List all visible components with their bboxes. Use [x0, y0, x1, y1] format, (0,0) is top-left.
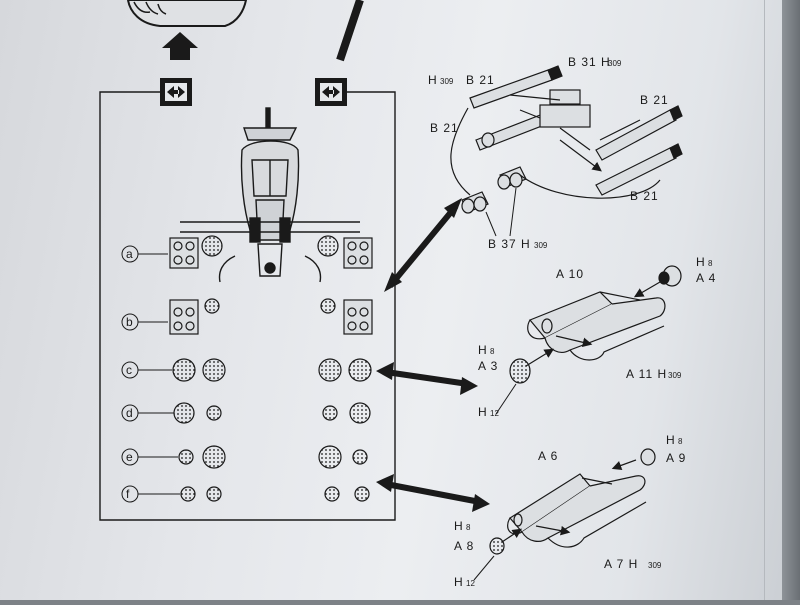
svg-text:B 21: B 21	[640, 93, 669, 107]
svg-text:309: 309	[440, 77, 454, 86]
svg-text:A 8: A 8	[454, 539, 474, 553]
svg-text:B 21: B 21	[630, 189, 659, 203]
pod-sets-c-f	[172, 358, 372, 502]
double-arrow-icon	[384, 198, 462, 292]
svg-text:A 7 H: A 7 H	[604, 557, 638, 571]
svg-text:8: 8	[466, 523, 471, 532]
svg-text:A 11 H: A 11 H	[626, 367, 667, 381]
leader-line	[336, 0, 364, 62]
svg-text:a: a	[126, 247, 133, 261]
option-row-b: b	[121, 313, 168, 331]
svg-text:309: 309	[648, 561, 662, 570]
svg-text:c: c	[126, 363, 132, 377]
svg-text:H: H	[696, 255, 706, 269]
svg-text:H: H	[478, 405, 488, 419]
svg-text:8: 8	[708, 259, 713, 268]
svg-text:H: H	[454, 519, 464, 533]
svg-text:8: 8	[678, 437, 683, 446]
swap-icon	[315, 78, 347, 106]
helicopter-front-view	[180, 107, 360, 283]
svg-text:B 37 H: B 37 H	[488, 237, 531, 251]
double-arrow-icon	[376, 474, 490, 512]
rocket-pod-labels: H 309 B 21 B 31 H 309 B 21 B 21 B 21 B 3…	[428, 55, 669, 251]
pod-set-a	[169, 235, 373, 269]
svg-text:A 6: A 6	[538, 449, 558, 463]
tube-lower-labels: H 8 A 9 A 6 H 8 A 8 A 7 H 309 H 12	[454, 433, 686, 589]
rocket-pod-assembly	[450, 65, 683, 214]
option-row-d: d	[121, 404, 174, 422]
option-row-f: f	[121, 485, 180, 503]
svg-text:B 21: B 21	[430, 121, 459, 135]
option-row-a: a	[121, 245, 168, 263]
pod-set-b	[169, 298, 373, 335]
page-crease	[764, 0, 765, 600]
double-arrow-icon	[376, 362, 478, 395]
svg-text:f: f	[126, 487, 130, 501]
svg-text:b: b	[126, 315, 133, 329]
up-arrow-icon	[162, 32, 198, 60]
svg-text:12: 12	[466, 579, 475, 588]
svg-text:H: H	[666, 433, 676, 447]
svg-text:A 10: A 10	[556, 267, 584, 281]
svg-text:B 21: B 21	[466, 73, 495, 87]
svg-text:309: 309	[668, 371, 682, 380]
swap-icon	[160, 78, 192, 106]
svg-text:A 3: A 3	[478, 359, 498, 373]
svg-text:309: 309	[608, 59, 622, 68]
options-frame	[99, 91, 396, 521]
option-row-c: c	[121, 361, 172, 379]
svg-text:H: H	[454, 575, 464, 589]
svg-text:12: 12	[490, 409, 499, 418]
svg-text:e: e	[126, 450, 133, 464]
svg-text:A 9: A 9	[666, 451, 686, 465]
tube-assembly-upper	[509, 265, 682, 384]
svg-text:A 4: A 4	[696, 271, 716, 285]
svg-text:H: H	[478, 343, 488, 357]
tube-upper-labels: H 8 A 4 A 10 A 3 H 8 A 11 H 309 H 12	[478, 255, 716, 419]
tube-assembly-lower	[489, 448, 656, 555]
svg-text:d: d	[126, 406, 133, 420]
svg-text:B 31 H: B 31 H	[568, 55, 611, 69]
svg-text:309: 309	[534, 241, 548, 250]
previous-step-fragment	[126, 0, 248, 27]
page-edge	[782, 0, 800, 600]
option-row-e: e	[121, 448, 178, 466]
option-rows: a b c d e f	[121, 245, 180, 503]
svg-text:H: H	[428, 73, 438, 87]
svg-text:8: 8	[490, 347, 495, 356]
